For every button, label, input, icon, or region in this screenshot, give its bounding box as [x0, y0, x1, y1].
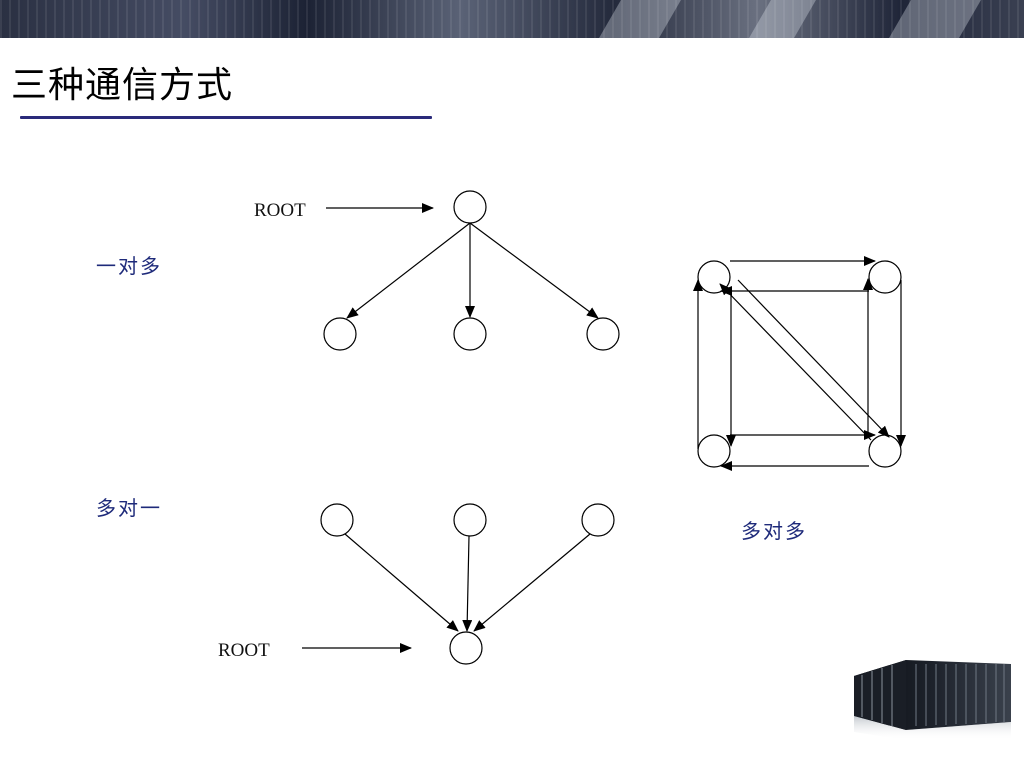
edge-arrow: [346, 222, 471, 319]
child-node: [323, 317, 357, 351]
edge-arrow: [344, 533, 459, 632]
root-label: ROOT: [254, 200, 306, 221]
many-to-many-label: 多对多: [741, 519, 807, 543]
child-node: [586, 317, 620, 351]
header-banner: [0, 0, 1024, 38]
root-label: ROOT: [218, 640, 270, 661]
edge-arrow: [462, 535, 473, 632]
edge-arrow: [473, 533, 591, 632]
mesh-node: [697, 434, 731, 468]
child-node: [453, 317, 487, 351]
many-to-one-label: 多对一: [96, 496, 162, 520]
root-node: [449, 631, 483, 665]
server-rack-image: [854, 660, 1011, 740]
leaf-node: [453, 503, 487, 537]
banner-texture: [0, 0, 1024, 38]
many-to-many-diagram: [693, 256, 906, 471]
slide-title: 三种通信方式: [11, 65, 234, 106]
mesh-node: [868, 260, 902, 294]
mesh-node: [697, 260, 731, 294]
edge-arrow: [737, 279, 890, 438]
many-to-one-diagram: ROOT: [218, 503, 615, 665]
leaf-node: [320, 503, 354, 537]
one-to-many-diagram: ROOT: [254, 190, 620, 351]
leaf-node: [581, 503, 615, 537]
edge-arrow: [469, 222, 599, 319]
mesh-node: [868, 434, 902, 468]
edge-arrow: [719, 283, 872, 441]
title-underline: [20, 116, 432, 119]
root-node: [453, 190, 487, 224]
one-to-many-label: 一对多: [96, 254, 162, 278]
